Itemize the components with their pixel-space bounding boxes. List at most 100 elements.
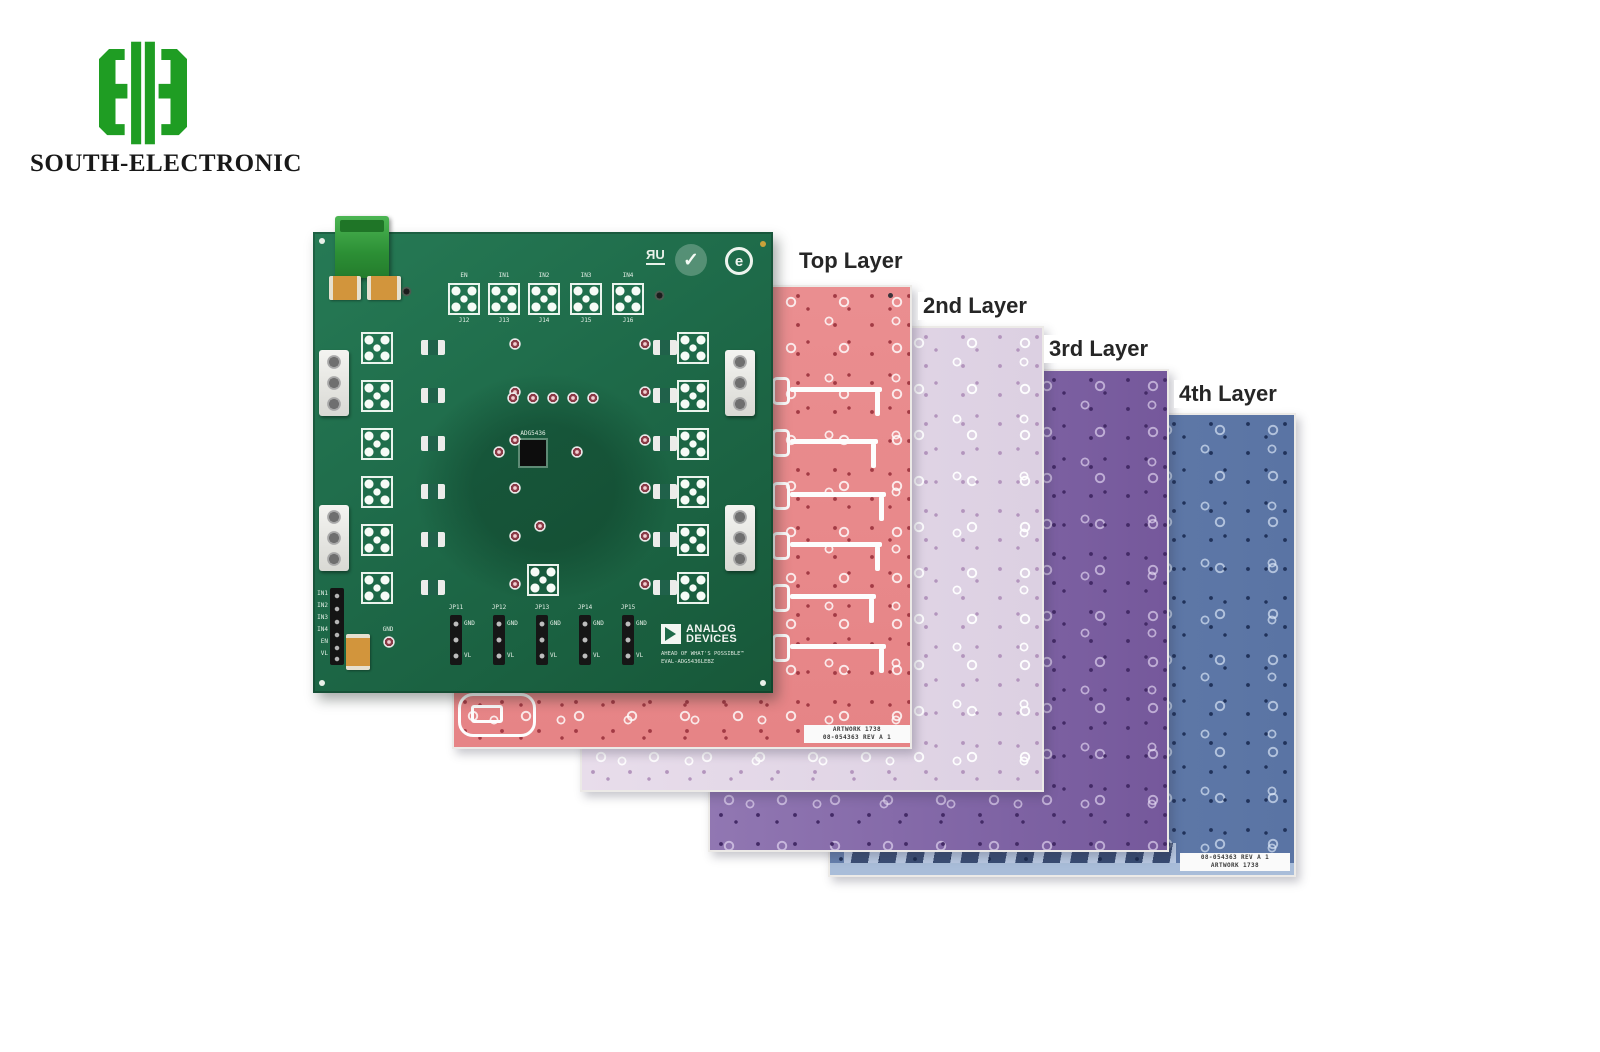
capacitor	[367, 276, 401, 300]
smt-footprint	[361, 476, 393, 508]
marking-line: ARTWORK 1738	[1210, 862, 1260, 869]
smt-footprint	[448, 283, 480, 315]
marking-line: 08-054363 REV A 1	[822, 734, 892, 741]
jumper-pin-label: VL	[464, 652, 472, 659]
label-top-layer: Top Layer	[794, 247, 908, 275]
smt-footprint	[677, 380, 709, 412]
silkscreen-ref: J15	[580, 317, 592, 324]
artwork-marking: ARTWORK 1738 08-054363 REV A 1	[804, 725, 910, 743]
resistor-footprint	[653, 484, 677, 499]
jumper-header	[493, 615, 505, 665]
resistor-footprint	[421, 532, 445, 547]
test-point	[383, 636, 395, 648]
jumper-name: JP15	[620, 604, 636, 611]
test-point	[567, 392, 579, 404]
smt-footprint	[361, 332, 393, 364]
ul-mark-icon: ЯU	[646, 248, 665, 265]
label-3rd-layer: 3rd Layer	[1044, 335, 1154, 363]
jumper-header	[450, 615, 462, 665]
assembled-pcb: ЯU ✓ e EN IN1 IN2 IN3 IN4 J12 J13 J14 J1…	[313, 216, 773, 693]
smt-footprint	[677, 524, 709, 556]
smt-footprint	[488, 283, 520, 315]
analog-devices-logo-icon	[661, 624, 681, 644]
capacitor	[346, 634, 370, 670]
silkscreen-label: IN1	[498, 272, 510, 279]
copper-trace	[772, 532, 882, 571]
resistor-footprint	[421, 340, 445, 355]
jumper-pin-label: VL	[507, 652, 515, 659]
silkscreen-label: IN4	[622, 272, 634, 279]
copper-trace	[772, 634, 886, 673]
silkscreen-label: EN	[460, 272, 468, 279]
test-point	[587, 392, 599, 404]
silkscreen-ref: J12	[458, 317, 470, 324]
switch-ic-chip	[520, 440, 546, 466]
copper-trace	[772, 482, 886, 521]
silkscreen-ref: J16	[622, 317, 634, 324]
resistor-footprint	[653, 436, 677, 451]
jumper-pin-label: VL	[593, 652, 601, 659]
test-point	[493, 446, 505, 458]
pin-label: IN2	[317, 602, 328, 609]
smt-footprint	[677, 572, 709, 604]
pin-label: VL	[320, 650, 328, 657]
connector-outline	[458, 693, 536, 737]
copper-trace	[772, 584, 876, 623]
input-pin-header	[330, 588, 344, 665]
test-point	[547, 392, 559, 404]
smt-footprint	[570, 283, 602, 315]
jumper-pin-label: GND	[507, 620, 518, 627]
jumper-pin-label: GND	[550, 620, 561, 627]
adi-tagline: AHEAD OF WHAT'S POSSIBLE™	[661, 651, 744, 657]
pin-label: IN1	[317, 590, 328, 597]
board-edge	[830, 863, 1294, 875]
jumper-header	[536, 615, 548, 665]
smt-footprint	[612, 283, 644, 315]
rohs-e-mark-icon: e	[725, 247, 753, 275]
mounting-hole	[760, 680, 766, 686]
mounting-hole	[319, 680, 325, 686]
test-point	[401, 286, 412, 297]
south-electronic-logo-icon	[88, 36, 198, 150]
silkscreen-ref: J13	[498, 317, 510, 324]
analog-devices-name: ANALOG DEVICES	[686, 623, 737, 645]
silkscreen-label: IN2	[538, 272, 550, 279]
board-part-number: EVAL-ADG5436LEBZ	[661, 659, 714, 665]
smt-footprint	[527, 564, 559, 596]
test-point	[507, 392, 519, 404]
board-shading	[413, 372, 675, 602]
smt-footprint	[361, 524, 393, 556]
pin-label: IN3	[317, 614, 328, 621]
resistor-footprint	[421, 436, 445, 451]
gnd-hole	[654, 290, 665, 301]
jumper-pin-label: GND	[464, 620, 475, 627]
screw-terminal-block	[319, 505, 349, 571]
power-terminal-block	[335, 216, 389, 278]
jumper-header	[579, 615, 591, 665]
label-4th-layer: 4th Layer	[1174, 380, 1282, 408]
bottom-layer-marking: 08-054363 REV A 1 ARTWORK 1738	[1180, 853, 1290, 871]
label-2nd-layer: 2nd Layer	[918, 292, 1032, 320]
gnd-label: GND	[382, 626, 394, 633]
smt-footprint	[361, 572, 393, 604]
smt-footprint	[361, 428, 393, 460]
jumper-name: JP13	[534, 604, 550, 611]
jumper-header	[622, 615, 634, 665]
marking-line: 08-054363 REV A 1	[1200, 854, 1270, 861]
screw-terminal-block	[725, 505, 755, 571]
marking-line: ARTWORK 1738	[832, 726, 882, 733]
copper-trace	[772, 429, 878, 468]
smt-footprint	[677, 332, 709, 364]
brand-name: SOUTH-ELECTRONIC	[30, 150, 302, 177]
capacitor	[329, 276, 361, 300]
test-point	[571, 446, 583, 458]
jumper-pin-label: GND	[593, 620, 604, 627]
ic-silkscreen-label: ADG5436	[520, 430, 546, 437]
smt-footprint	[677, 476, 709, 508]
test-point-column	[639, 338, 651, 626]
pin-label: EN	[320, 638, 328, 645]
jumper-name: JP11	[448, 604, 464, 611]
adi-line: ANALOG	[686, 623, 737, 635]
silkscreen-label: IN3	[580, 272, 592, 279]
